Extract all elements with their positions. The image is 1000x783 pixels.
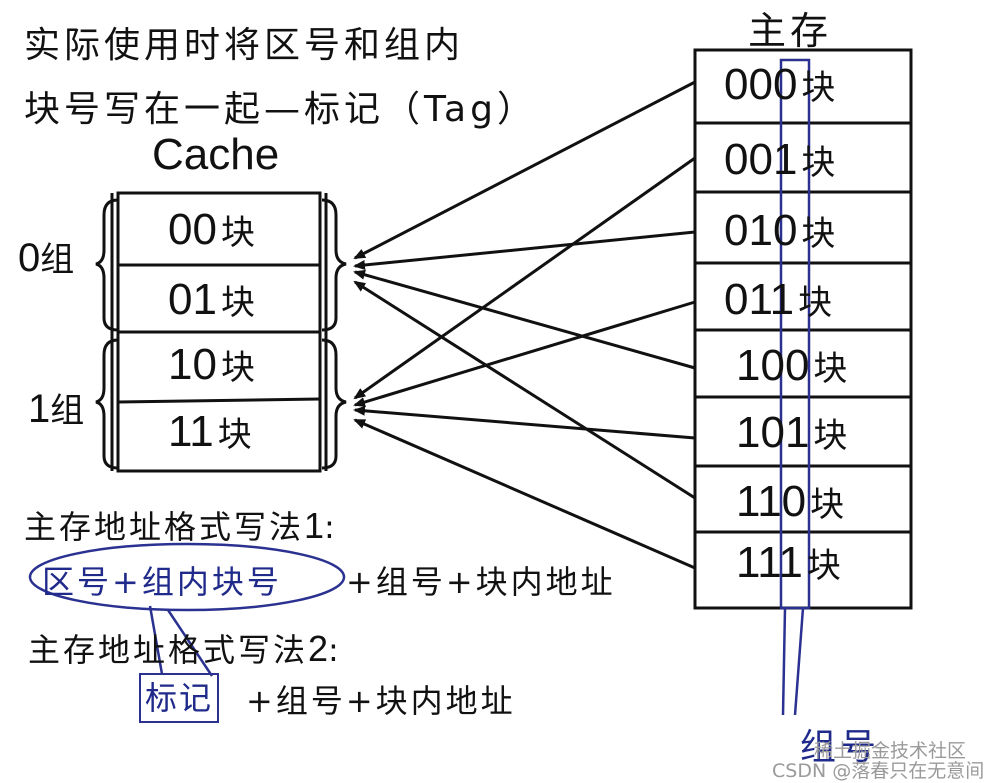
block-suffix: 块	[806, 546, 841, 586]
block-num: 110	[736, 477, 807, 526]
arrow-100	[353, 269, 696, 370]
memory-title: 主存	[748, 9, 833, 53]
format1-rest: +组号+块内地址	[346, 563, 616, 601]
block-suffix: 块	[801, 214, 836, 254]
arrow-000	[353, 80, 696, 260]
arrow-101	[353, 405, 696, 440]
group-bit-label: 组号	[800, 727, 881, 768]
group-bit-highlight	[779, 58, 811, 716]
block-num: 100	[736, 341, 810, 390]
format1-heading: 主存地址格式写法1:	[24, 502, 338, 548]
block-suffix: 块	[813, 416, 848, 456]
block-suffix: 块	[220, 283, 255, 323]
block-suffix: 块	[801, 68, 836, 108]
watermark-line-1: 稀土掘金技术社区	[814, 740, 967, 762]
block-suffix: 块	[217, 415, 252, 455]
arrow-001	[353, 156, 696, 400]
block-num: 01	[168, 275, 217, 324]
block-num: 000	[724, 60, 798, 109]
block-num: 00	[168, 205, 217, 254]
title-line-2: 块号写在一起—标记（Tag）	[24, 89, 537, 130]
block-suffix: 块	[220, 213, 255, 253]
block-num: 010	[724, 206, 798, 255]
memory-box	[693, 48, 913, 610]
group-zu: 组	[40, 240, 75, 280]
watermark-line-2: CSDN @落春只在无意间	[772, 760, 985, 782]
block-suffix: 块	[798, 283, 833, 323]
format1-heading-colon: :	[324, 508, 338, 546]
group-num: 1	[28, 387, 51, 431]
group-num: 0	[18, 236, 41, 280]
block-num: 11	[168, 407, 214, 456]
title-line-1: 实际使用时将区号和组内	[24, 25, 465, 66]
tag-label-box: 标记	[139, 673, 220, 723]
group-braces-left	[95, 198, 119, 470]
format2-rest: +组号+块内地址	[246, 682, 516, 720]
block-num: 011	[724, 275, 795, 324]
arrow-011	[353, 300, 696, 407]
format2-heading-colon: :	[328, 631, 342, 669]
format2-heading: 主存地址格式写法2:	[28, 625, 342, 671]
format1-heading-text: 主存地址格式写法	[24, 508, 305, 546]
arrow-111	[353, 418, 696, 570]
format1-heading-num: 1	[304, 505, 325, 546]
block-suffix: 块	[810, 485, 845, 525]
format1-highlight: 区号+组内块号	[42, 563, 282, 601]
arrow-010	[353, 230, 696, 270]
cache-box	[110, 191, 328, 473]
cache-group-label-0: 0组	[18, 232, 74, 281]
arrow-110	[353, 280, 696, 500]
block-num: 101	[736, 408, 810, 457]
cache-group-label-1: 1组	[28, 383, 84, 432]
block-suffix: 块	[813, 349, 848, 389]
group-zu: 组	[50, 391, 85, 431]
block-suffix: 块	[801, 143, 836, 183]
block-num: 001	[724, 135, 798, 184]
format2-heading-num: 2	[308, 628, 329, 669]
cache-title: Cache	[152, 130, 280, 179]
tag-annotation	[28, 542, 346, 677]
block-num: 10	[168, 340, 217, 389]
block-num: 111	[736, 538, 803, 587]
mapping-arrows	[353, 80, 696, 570]
block-suffix: 块	[220, 348, 255, 388]
group-braces-right	[321, 198, 347, 470]
format2-heading-text: 主存地址格式写法	[28, 631, 309, 669]
